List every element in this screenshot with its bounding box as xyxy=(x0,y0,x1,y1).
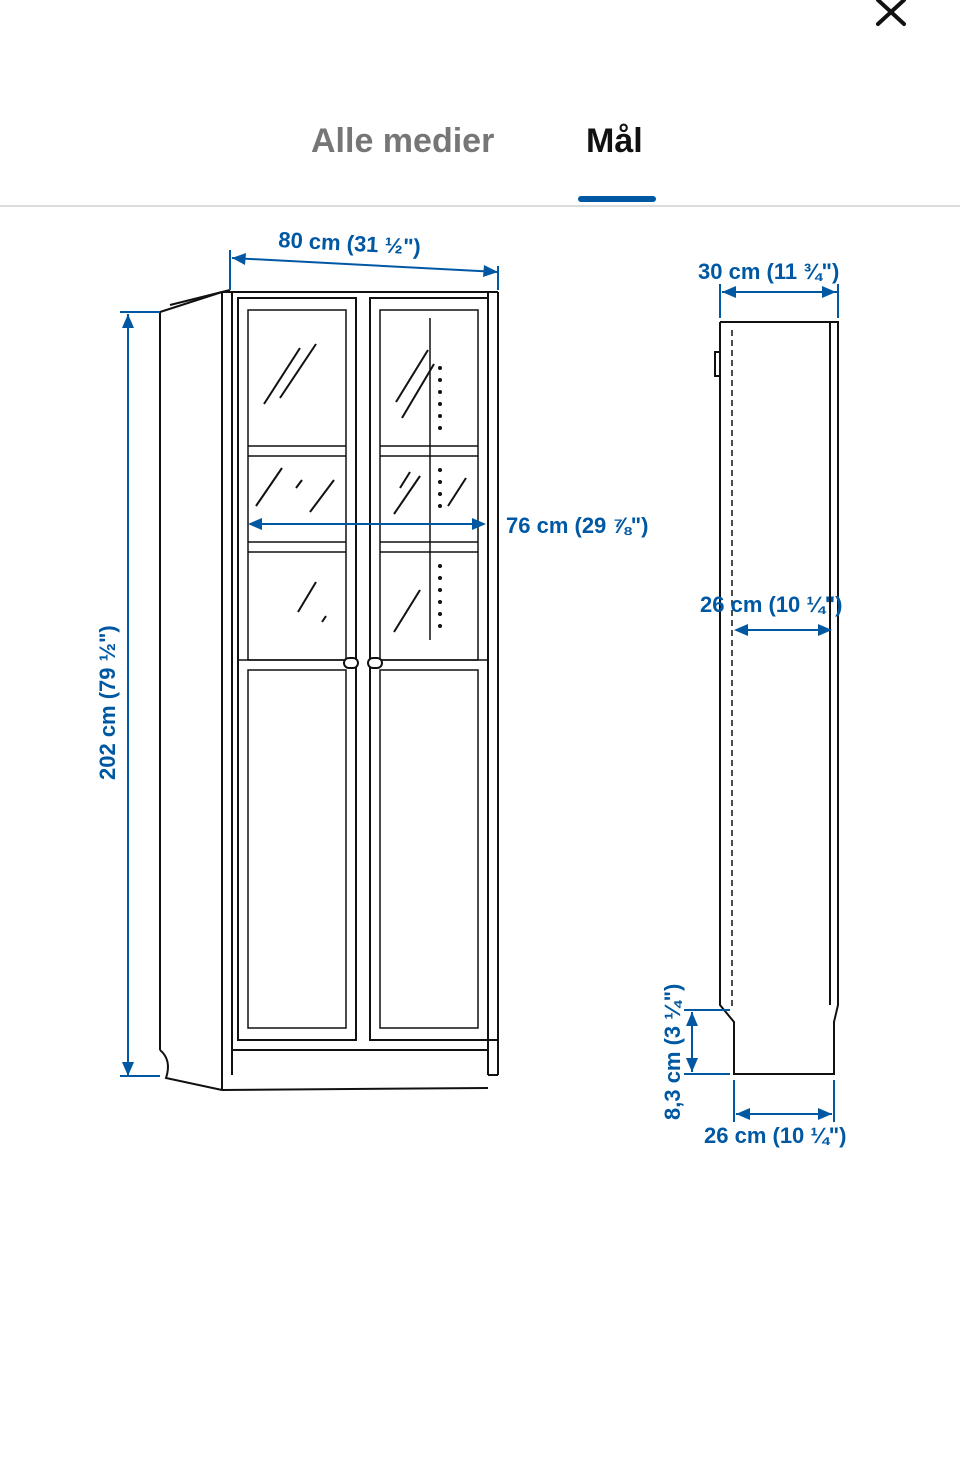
width-inner-label: 76 cm (29 ⅞") xyxy=(506,513,649,538)
width-total-label: 80 cm (31 ½") xyxy=(278,227,422,259)
tabs-divider xyxy=(0,205,960,207)
tab-dimensions[interactable]: Mål xyxy=(586,122,643,160)
depth-inner-label: 26 cm (10 ¼") xyxy=(700,592,843,617)
depth-total-label: 30 cm (11 ¾") xyxy=(698,259,839,284)
knob-right xyxy=(367,657,383,669)
plinth-height-label: 8,3 cm (3 ¼") xyxy=(660,984,685,1120)
cabinet-front-view xyxy=(159,289,499,1091)
close-icon xyxy=(876,0,906,26)
media-tabs: Alle medier Mål xyxy=(0,110,960,206)
cabinet-side-view xyxy=(714,321,839,1075)
close-button[interactable] xyxy=(868,0,916,30)
depth-base-label: 26 cm (10 ¼") xyxy=(704,1123,847,1148)
tab-all-media[interactable]: Alle medier xyxy=(311,122,495,160)
active-tab-indicator xyxy=(578,196,656,202)
knob-left xyxy=(343,657,359,669)
height-total-label: 202 cm (79 ½") xyxy=(95,625,120,780)
dimension-lines xyxy=(120,250,839,1122)
